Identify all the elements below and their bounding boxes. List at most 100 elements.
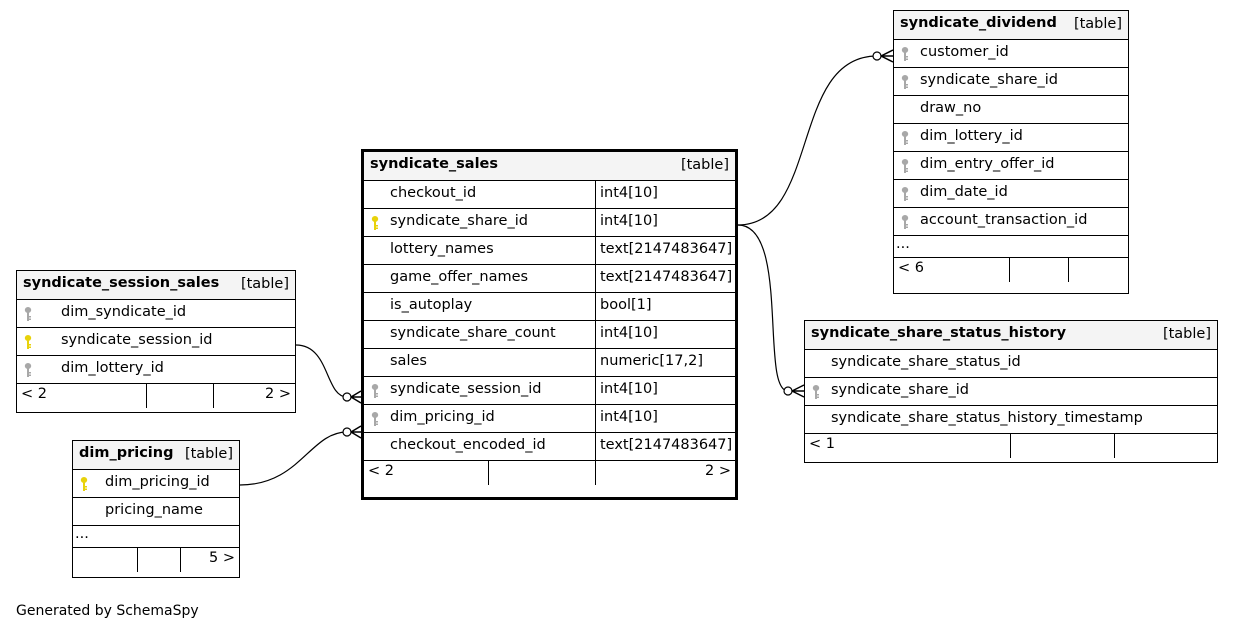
column-row[interactable]: dim_pricing_id [73, 470, 239, 498]
parents-count[interactable]: < 2 [368, 463, 394, 479]
column-row[interactable]: dim_entry_offer_id [894, 152, 1128, 180]
column-row[interactable]: account_transaction_id [894, 208, 1128, 236]
edge-dividend-crowfoot [880, 49, 894, 63]
primary-key-icon [80, 477, 88, 491]
column-row[interactable]: syndicate_share_status_history_timestamp [805, 406, 1217, 434]
column-row[interactable]: dim_pricing_id int4[10] [364, 405, 735, 433]
edge-pricing-optional-marker [342, 427, 352, 437]
edge-sales-to-status-history [737, 224, 789, 392]
column-name: syndicate_session_id [390, 381, 542, 397]
column-row[interactable]: syndicate_share_status_id [805, 350, 1217, 378]
edge-session-optional-marker [342, 392, 352, 402]
more-columns-row: ... [894, 236, 1128, 258]
column-row[interactable]: syndicate_share_id [894, 68, 1128, 96]
column-name: customer_id [920, 44, 1009, 60]
table-kind: [table] [1162, 326, 1211, 342]
column-row[interactable]: game_offer_names text[2147483647] [364, 265, 735, 293]
table-syndicate-share-status-history[interactable]: syndicate_share_status_history [table] s… [804, 320, 1218, 463]
table-footer: 5 > [73, 548, 239, 572]
primary-key-icon [371, 216, 379, 230]
table-kind: [table] [240, 276, 289, 292]
column-type: text[2147483647] [600, 437, 733, 453]
column-row[interactable]: syndicate_share_id [805, 378, 1217, 406]
column-type-cell: int4[10] [595, 405, 735, 432]
table-name[interactable]: dim_pricing [79, 445, 174, 461]
column-name: syndicate_share_id [390, 213, 528, 229]
column-type: int4[10] [600, 381, 658, 397]
column-type: bool[1] [600, 297, 652, 313]
column-name: syndicate_share_status_id [831, 354, 1021, 370]
foreign-key-icon [812, 385, 820, 399]
column-name: sales [390, 353, 427, 369]
table-name[interactable]: syndicate_share_status_history [811, 325, 1067, 341]
foreign-key-icon [371, 384, 379, 398]
foreign-key-icon [371, 412, 379, 426]
table-header: syndicate_dividend [table] [894, 11, 1128, 40]
column-name: dim_pricing_id [105, 474, 210, 490]
column-name: syndicate_share_id [920, 72, 1058, 88]
more-columns-row: ... [73, 526, 239, 548]
column-row[interactable]: pricing_name [73, 498, 239, 526]
column-row[interactable]: dim_date_id [894, 180, 1128, 208]
column-row[interactable]: syndicate_session_id int4[10] [364, 377, 735, 405]
column-name: dim_date_id [920, 184, 1008, 200]
column-row[interactable]: syndicate_session_id [17, 328, 295, 356]
column-type-cell: int4[10] [595, 377, 735, 404]
column-type: int4[10] [600, 185, 658, 201]
foreign-key-icon [901, 131, 909, 145]
column-row[interactable]: dim_lottery_id [17, 356, 295, 384]
children-count[interactable]: 2 > [705, 463, 731, 479]
table-name[interactable]: syndicate_session_sales [23, 275, 220, 291]
column-type: text[2147483647] [600, 241, 733, 257]
children-count[interactable]: 5 > [209, 550, 235, 566]
column-row[interactable]: dim_syndicate_id [17, 300, 295, 328]
edge-pricing-to-sales [239, 431, 348, 486]
parents-count[interactable]: < 6 [898, 260, 924, 276]
foreign-key-icon [901, 75, 909, 89]
column-name: dim_pricing_id [390, 409, 495, 425]
column-type: int4[10] [600, 325, 658, 341]
edge-session-crowfoot [350, 390, 362, 404]
table-footer: < 2 2 > [364, 461, 735, 485]
table-name[interactable]: syndicate_dividend [900, 15, 1057, 31]
column-row[interactable]: checkout_encoded_id text[2147483647] [364, 433, 735, 461]
column-name: checkout_encoded_id [390, 437, 546, 453]
column-name: pricing_name [105, 502, 203, 518]
table-name[interactable]: syndicate_sales [370, 156, 499, 172]
table-kind: [table] [1073, 16, 1122, 32]
foreign-key-icon [901, 47, 909, 61]
children-count[interactable]: 2 > [265, 386, 291, 402]
column-name: syndicate_share_status_history_timestamp [831, 410, 1143, 426]
column-name: dim_syndicate_id [61, 304, 187, 320]
edge-status-crowfoot [791, 384, 805, 398]
column-row[interactable]: draw_no [894, 96, 1128, 124]
generated-by-credit: Generated by SchemaSpy [16, 603, 199, 619]
parents-count[interactable]: < 2 [21, 386, 47, 402]
column-type: int4[10] [600, 409, 658, 425]
column-row[interactable]: customer_id [894, 40, 1128, 68]
column-type-cell: text[2147483647] [595, 237, 735, 264]
column-name: syndicate_session_id [61, 332, 213, 348]
column-name: game_offer_names [390, 269, 529, 285]
edge-session-to-sales [295, 344, 348, 398]
parents-count[interactable]: < 1 [809, 436, 835, 452]
table-kind: [table] [184, 446, 233, 462]
column-type: text[2147483647] [600, 269, 733, 285]
column-name: dim_entry_offer_id [920, 156, 1055, 172]
table-syndicate-session-sales[interactable]: syndicate_session_sales [table] dim_synd… [16, 270, 296, 413]
column-name: dim_lottery_id [920, 128, 1023, 144]
column-row[interactable]: dim_lottery_id [894, 124, 1128, 152]
foreign-key-icon [901, 159, 909, 173]
column-type-cell: bool[1] [595, 293, 735, 320]
column-type-cell: text[2147483647] [595, 265, 735, 292]
